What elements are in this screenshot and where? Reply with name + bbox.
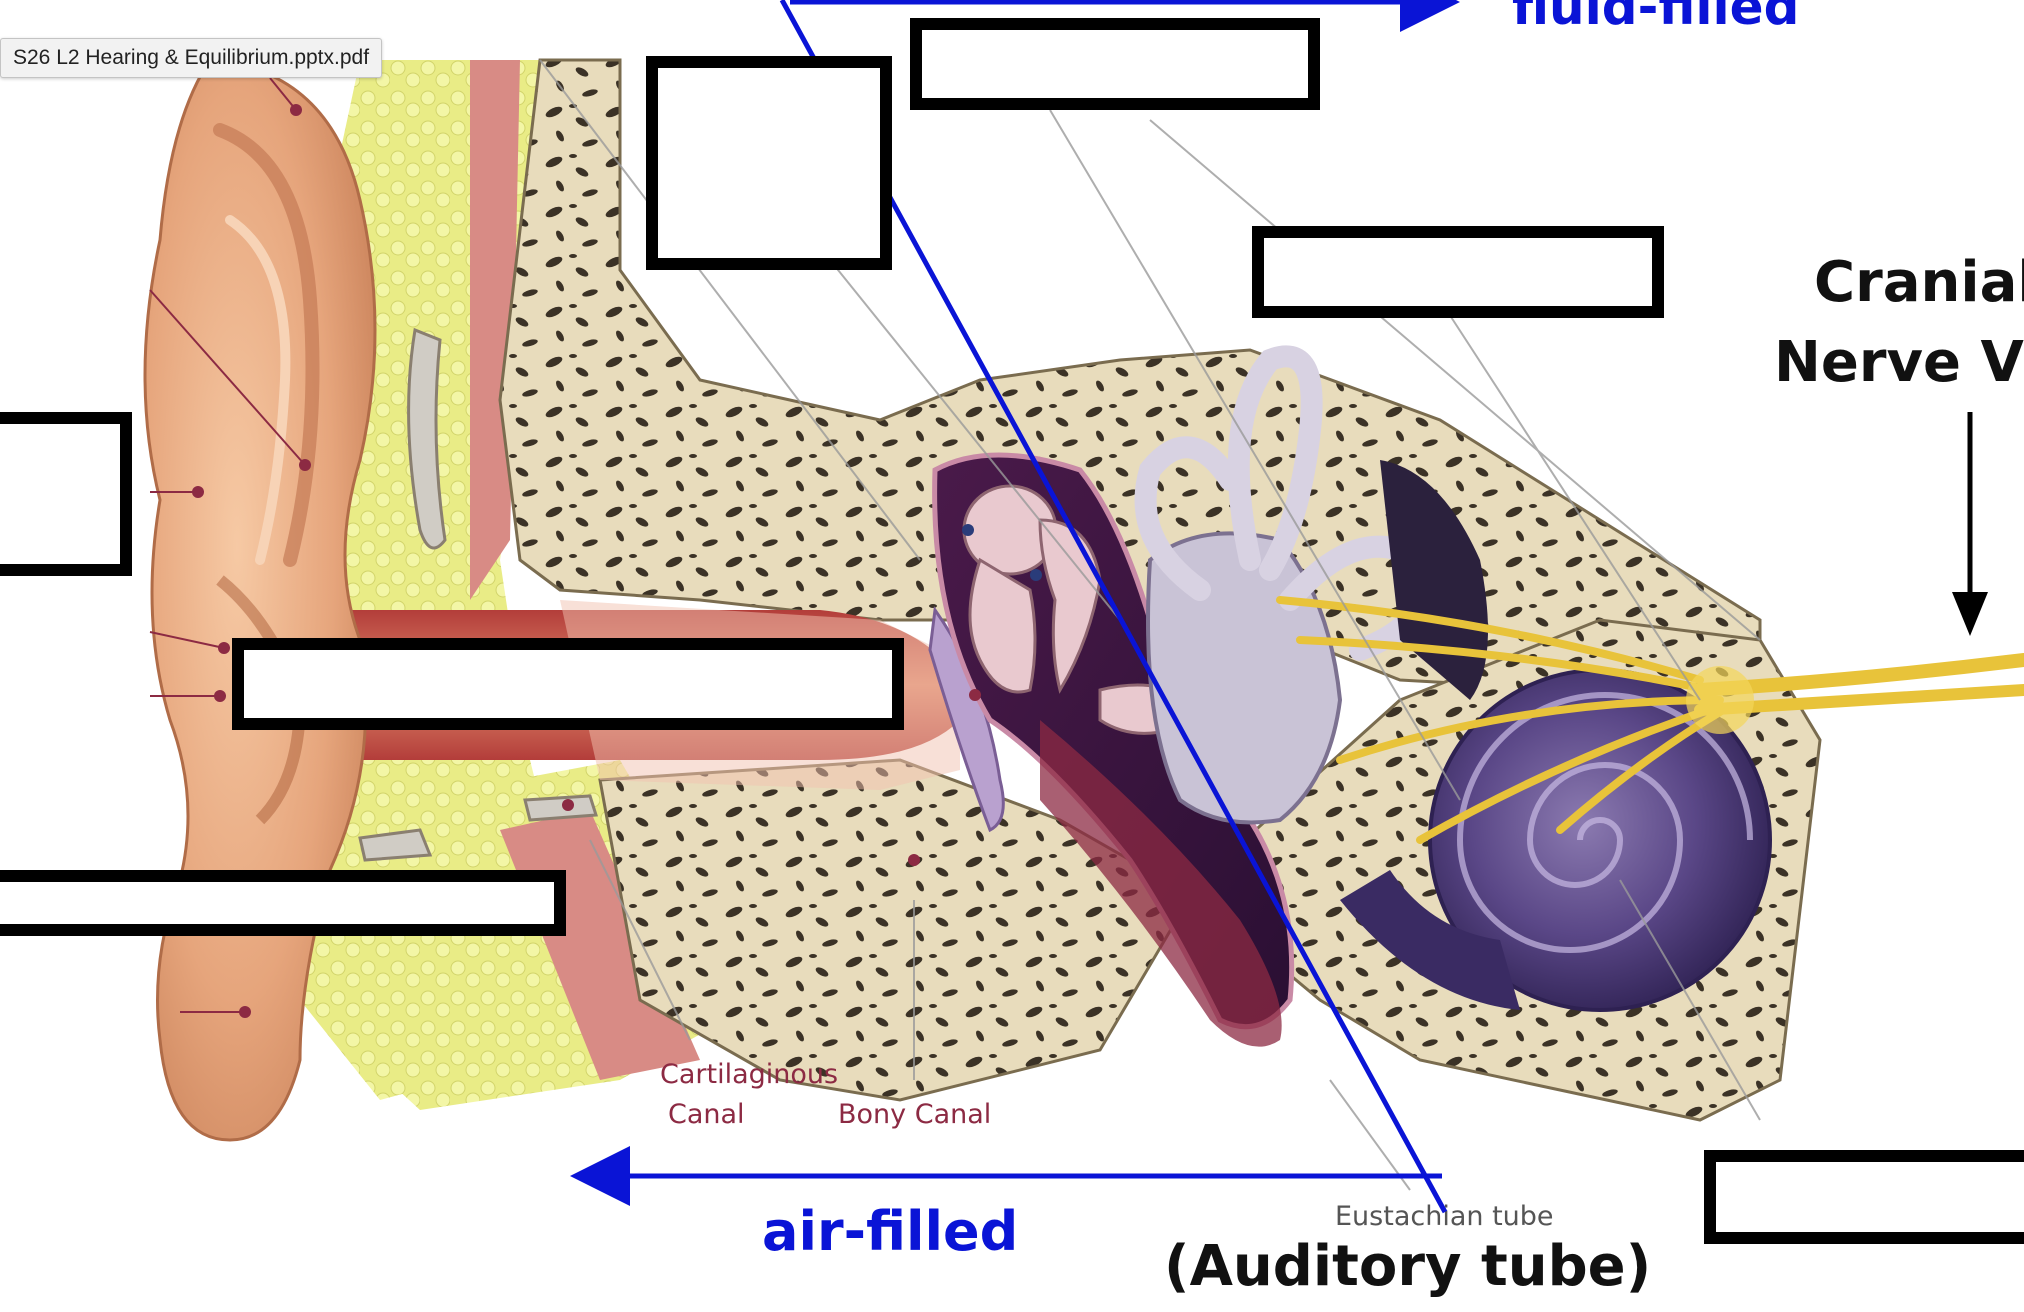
cranial-nerve-label-line2: Nerve VIII — [1774, 330, 2024, 395]
bony-canal-label: Bony Canal — [838, 1099, 991, 1130]
cranial-nerve-arrowhead — [1952, 592, 1988, 636]
incus — [1038, 518, 1102, 694]
label-box-top[interactable] — [910, 18, 1320, 110]
cartilaginous-canal-label-line2: Canal — [668, 1099, 745, 1130]
label-box-lower-right[interactable] — [1704, 1150, 2024, 1244]
label-box-upper-right[interactable] — [1252, 226, 1664, 318]
label-box-upper-middle[interactable] — [646, 56, 892, 270]
eustachian-tube-shape — [1040, 720, 1282, 1047]
cartilage-sliver-lower-1 — [358, 828, 433, 862]
semicircular-canal-2 — [1134, 436, 1241, 601]
malleus-handle — [968, 557, 1037, 694]
cartilage-sliver-upper — [407, 327, 447, 550]
antihelix — [225, 215, 291, 565]
semicircular-canal-1 — [1227, 345, 1323, 581]
cranial-nerve-label-line1: Cranial — [1814, 250, 2024, 315]
fluid-filled-label: fluid-filled — [1512, 0, 1800, 36]
document-tab[interactable]: S26 L2 Hearing & Equilibrium.pptx.pdf — [0, 38, 383, 78]
cartilage-sliver-lower-2 — [523, 794, 599, 822]
label-box-canal[interactable] — [232, 638, 904, 730]
cochlea-spiral — [1456, 692, 1753, 953]
inner-ear-dark-space — [1380, 460, 1488, 700]
helix-fold — [213, 123, 320, 567]
blue-annotation-lines — [570, 0, 1460, 1214]
cochlea-duct — [1340, 870, 1520, 1010]
auditory-tube-label: (Auditory tube) — [1164, 1234, 1652, 1299]
label-box-lower-left[interactable] — [0, 870, 566, 936]
air-filled-label: air-filled — [762, 1200, 1019, 1263]
label-box-left[interactable] — [0, 412, 132, 576]
cartilaginous-canal-label-line1: Cartilaginous — [660, 1059, 838, 1090]
